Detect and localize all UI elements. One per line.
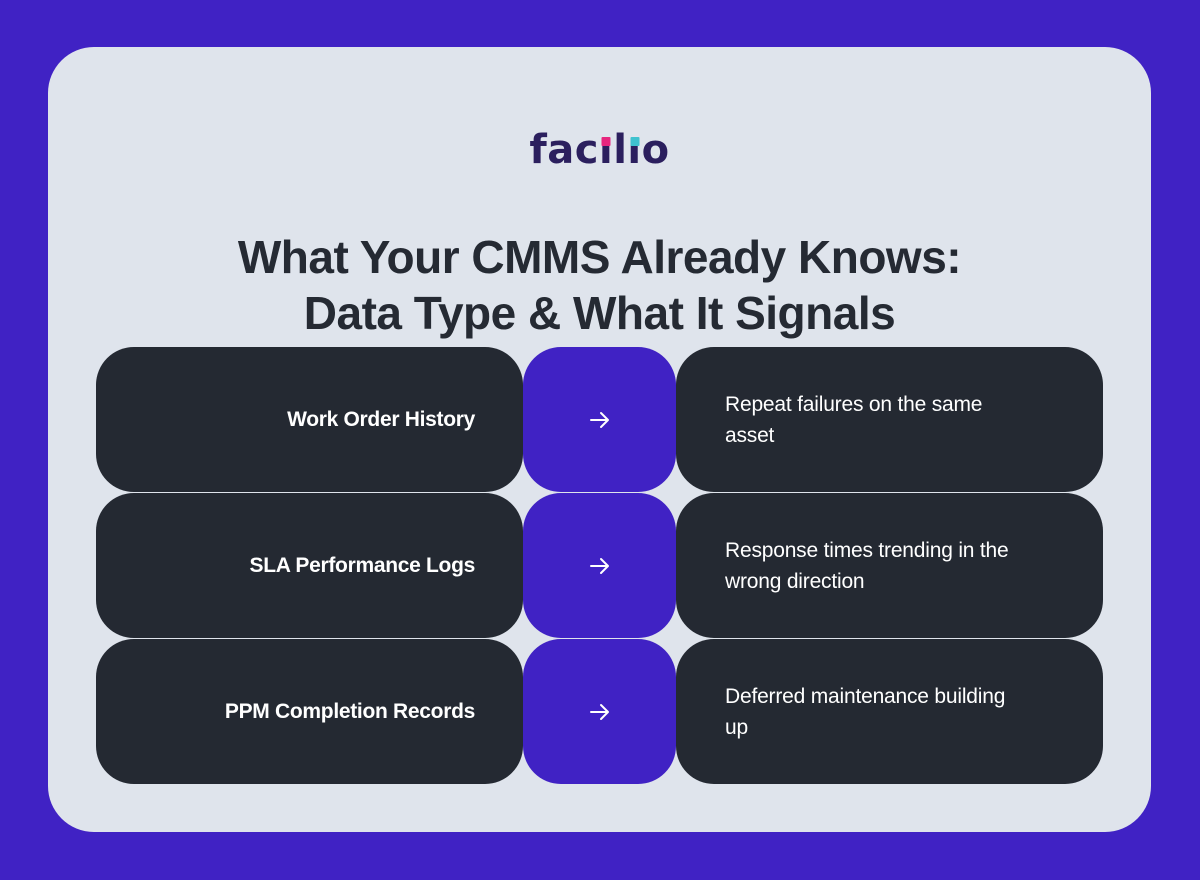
signal-cell: Repeat failures on the same asset bbox=[676, 347, 1103, 492]
signal-cell: Deferred maintenance building up bbox=[676, 639, 1103, 784]
data-type-cell: Work Order History bbox=[96, 347, 523, 492]
title-line-1: What Your CMMS Already Knows: bbox=[237, 231, 962, 283]
table-row: SLA Performance Logs Response times tren… bbox=[96, 493, 1104, 639]
logo-i-teal: ı bbox=[627, 127, 642, 173]
page-title: What Your CMMS Already Knows: Data Type … bbox=[48, 229, 1151, 341]
arrow-right-icon bbox=[588, 408, 612, 432]
arrow-cell bbox=[523, 347, 676, 492]
table-row: PPM Completion Records Deferred maintena… bbox=[96, 639, 1104, 785]
teal-dot-icon bbox=[630, 137, 640, 146]
arrow-right-icon bbox=[588, 700, 612, 724]
data-type-cell: SLA Performance Logs bbox=[96, 493, 523, 638]
signal-cell: Response times trending in the wrong dir… bbox=[676, 493, 1103, 638]
data-type-cell: PPM Completion Records bbox=[96, 639, 523, 784]
arrow-cell bbox=[523, 639, 676, 784]
arrow-right-icon bbox=[588, 554, 612, 578]
title-line-2: Data Type & What It Signals bbox=[303, 287, 896, 339]
arrow-cell bbox=[523, 493, 676, 638]
data-signal-table: Work Order History Repeat failures on th… bbox=[96, 347, 1104, 785]
table-row: Work Order History Repeat failures on th… bbox=[96, 347, 1104, 493]
logo-i-pink: ı bbox=[598, 127, 614, 173]
pink-dot-icon bbox=[601, 137, 611, 146]
